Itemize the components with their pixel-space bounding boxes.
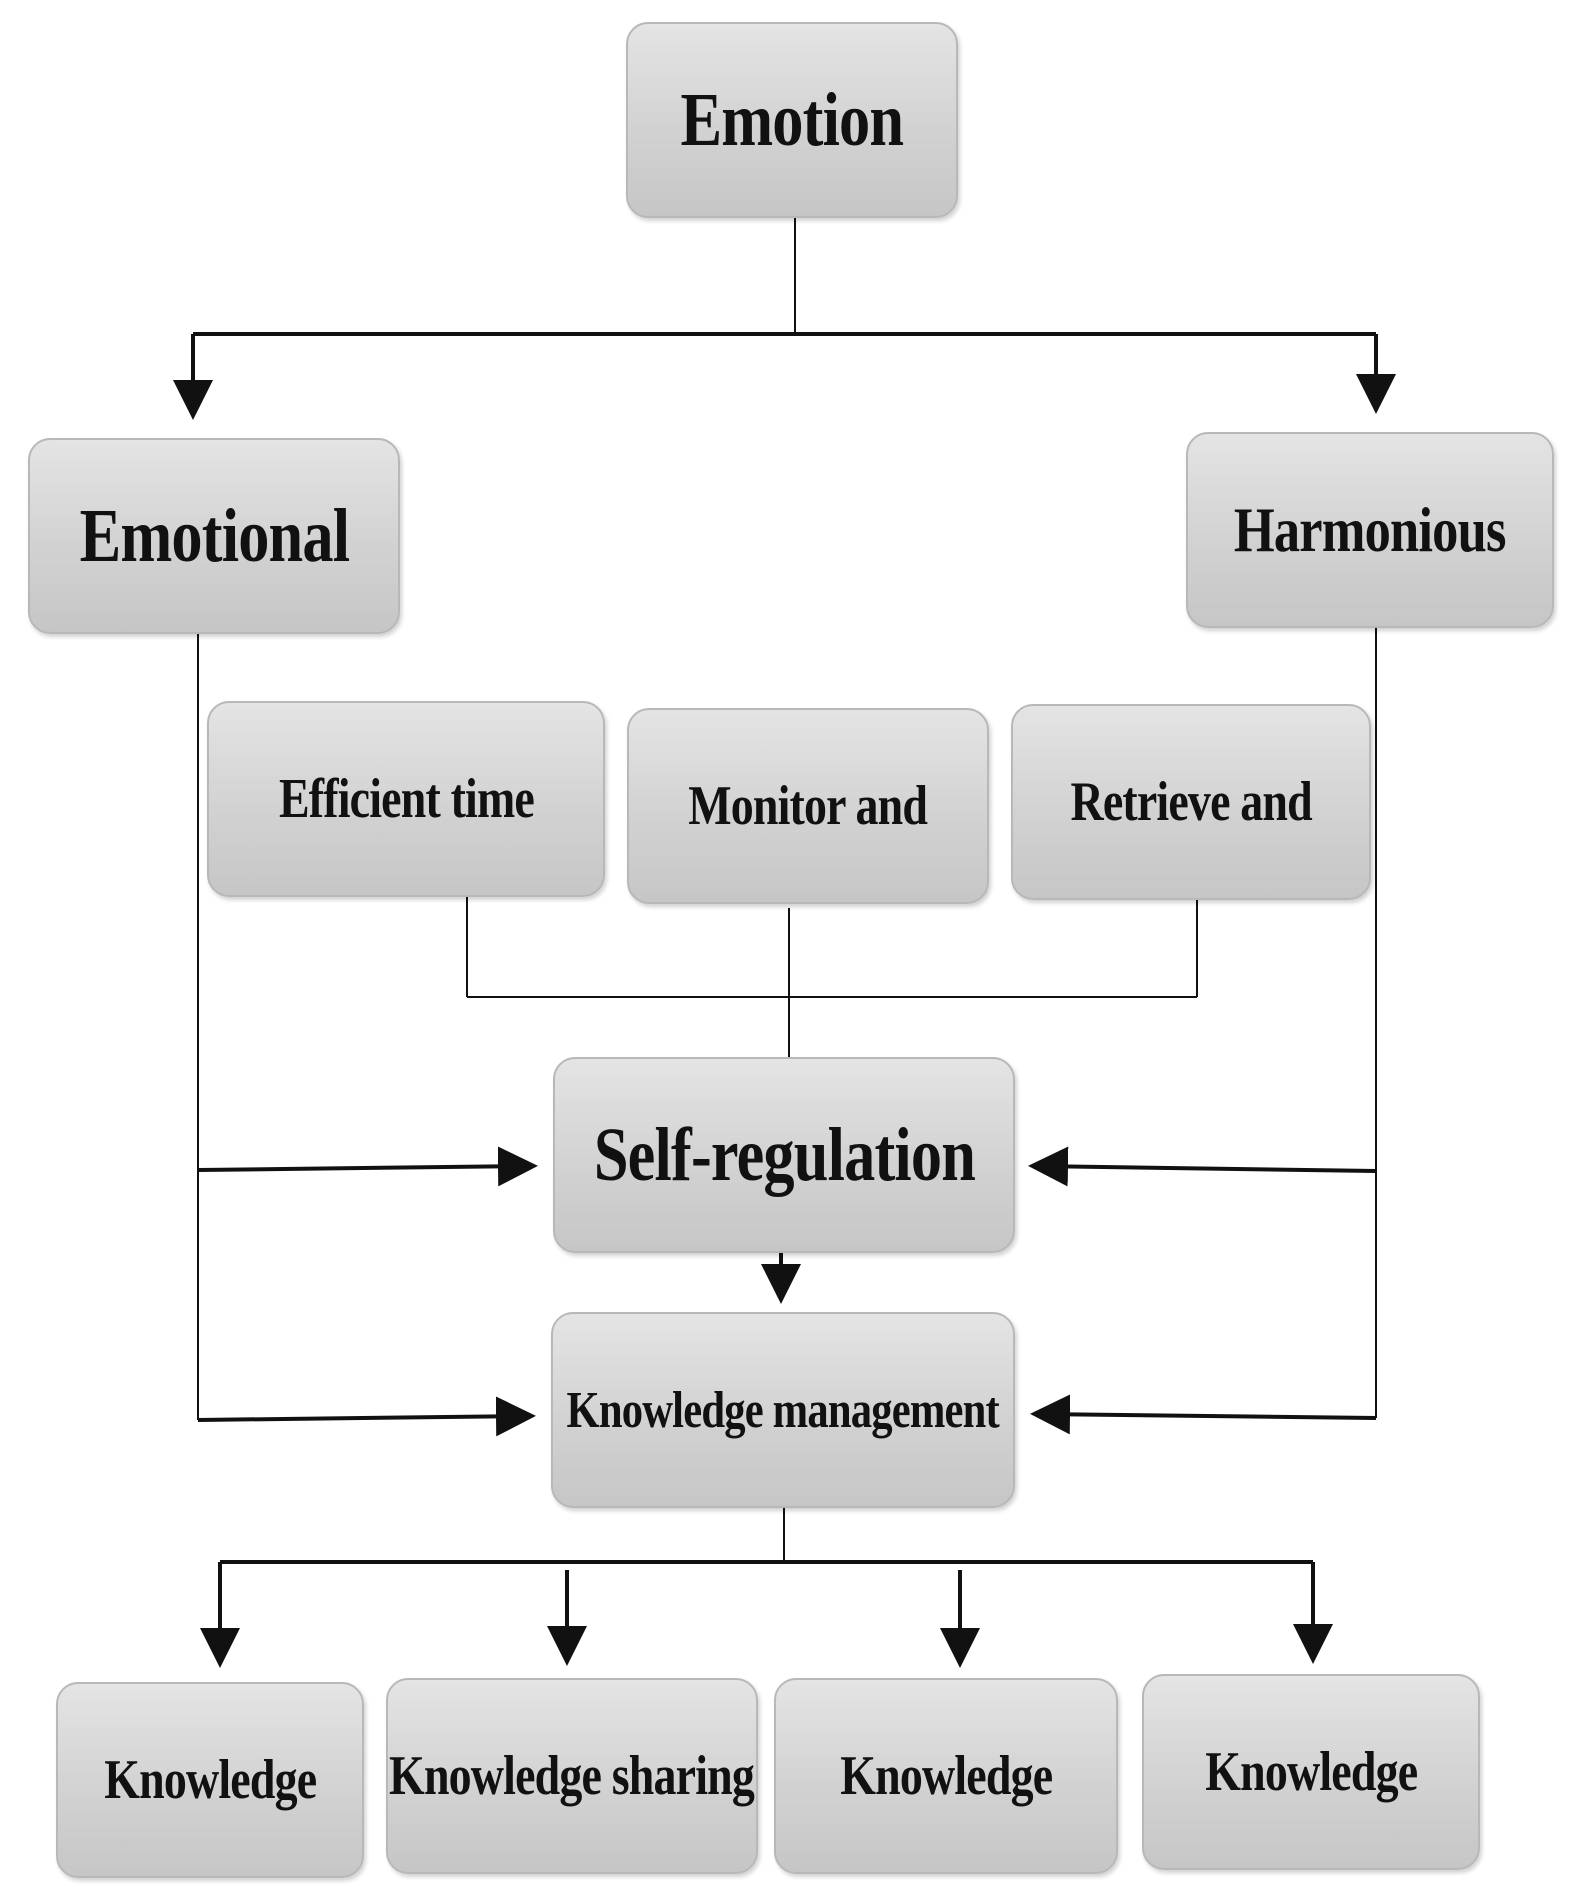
harmonious-node: Harmonious bbox=[1186, 432, 1554, 628]
outcome-label: Knowledge bbox=[1204, 1741, 1418, 1803]
arrow-harmonious-to-km bbox=[1030, 1394, 1377, 1435]
strategy-label: Retrieve and bbox=[1070, 771, 1312, 833]
outcome-label: Knowledge bbox=[103, 1749, 317, 1811]
strategy-label: Efficient time bbox=[278, 768, 534, 830]
outcome-label: Knowledge bbox=[839, 1745, 1053, 1807]
outcome-node-knowledge-sharing: Knowledge sharing bbox=[386, 1678, 758, 1874]
arrow-emotional-to-self-regulation bbox=[197, 1146, 538, 1187]
strategy-node-monitor: Monitor and bbox=[627, 708, 989, 904]
knowledge-management-node: Knowledge management bbox=[551, 1312, 1015, 1508]
outcome-label: Knowledge sharing bbox=[389, 1745, 756, 1807]
harmonious-label: Harmonious bbox=[1234, 494, 1507, 565]
arrow-emotional-to-km bbox=[197, 1396, 536, 1437]
emotion-node: Emotion bbox=[626, 22, 958, 218]
knowledge-management-label: Knowledge management bbox=[566, 1381, 1000, 1439]
outcome-node-1: Knowledge bbox=[56, 1682, 364, 1878]
strategy-label: Monitor and bbox=[688, 775, 929, 837]
strategy-node-efficient-time: Efficient time bbox=[207, 701, 605, 897]
strategy-node-retrieve: Retrieve and bbox=[1011, 704, 1371, 900]
emotional-node: Emotional bbox=[28, 438, 400, 634]
emotion-label: Emotion bbox=[680, 77, 905, 162]
self-regulation-node: Self-regulation bbox=[553, 1057, 1015, 1253]
outcome-node-4: Knowledge bbox=[1142, 1674, 1480, 1870]
self-regulation-label: Self-regulation bbox=[593, 1112, 975, 1197]
emotional-label: Emotional bbox=[79, 493, 349, 578]
outcome-node-3: Knowledge bbox=[774, 1678, 1118, 1874]
arrow-harmonious-to-self-regulation bbox=[1028, 1146, 1377, 1187]
